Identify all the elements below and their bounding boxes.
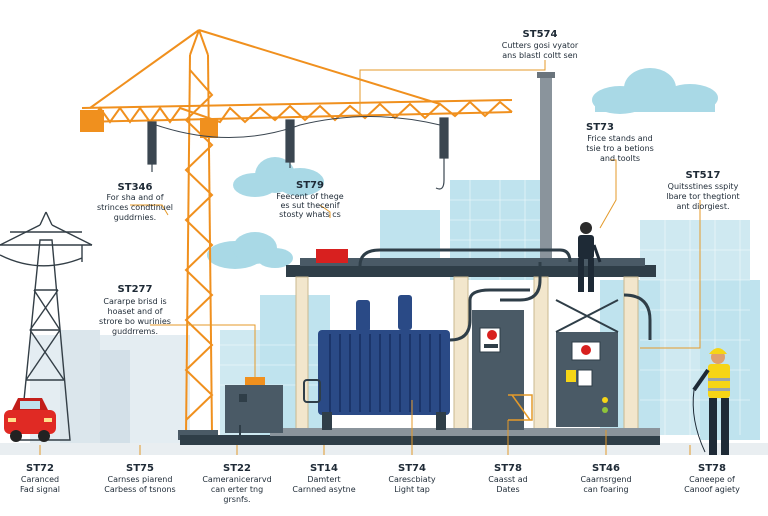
callout-code: ST79	[296, 180, 324, 191]
bottom-label-3: ST22 Cameranicerarvd can erter tng grsnf…	[202, 463, 271, 504]
callout-line: stosty whats cs	[279, 210, 341, 219]
crane-counterweight	[80, 110, 218, 138]
callout-line: guddrrems.	[112, 327, 158, 336]
bottom-label-6: ST78 Caasst ad Dates	[488, 463, 527, 494]
callout-line: strore bo wurinies	[99, 317, 171, 326]
label-line: Fad signal	[20, 485, 60, 494]
callout-center-upper: ST79 Feecent of thege es sut thecenif st…	[276, 180, 344, 219]
label-code: ST75	[126, 463, 154, 474]
callout-code: ST346	[118, 182, 153, 193]
exhaust-stack	[537, 72, 555, 267]
callout-line: ans blastl coltt sen	[502, 51, 577, 60]
callout-line: strinces condtinuel	[97, 203, 173, 212]
label-code: ST22	[223, 463, 251, 474]
pipes	[449, 262, 652, 342]
callout-line: Cararpe brisd is	[103, 297, 166, 306]
callout-line: Cutters gosi vyator	[502, 41, 579, 50]
label-code: ST78	[494, 463, 522, 474]
tower-crane	[81, 29, 513, 436]
label-line: Canoof agiety	[684, 485, 740, 494]
cloud-right	[592, 68, 718, 114]
callout-code: ST574	[523, 29, 558, 40]
callout-code: ST73	[586, 122, 614, 133]
label-line: Caasst ad	[488, 475, 527, 484]
lower-deck-rail	[270, 428, 660, 436]
label-line: Cameranicerarvd	[202, 475, 271, 484]
label-line: Caneepe of	[689, 475, 735, 484]
callout-code: ST517	[686, 170, 721, 181]
lower-deck	[180, 435, 660, 445]
worker-on-platform	[578, 222, 602, 292]
bottom-label-1: ST72 Caranced Fad signal	[20, 463, 60, 494]
callout-line: Quitsstines sspity	[668, 182, 739, 191]
callout-code: ST277	[118, 284, 153, 295]
bottom-label-8: ST78 Caneepe of Canoof agiety	[684, 463, 740, 494]
callout-line: Feecent of thege	[276, 192, 344, 201]
callout-line: tsie tro a betions	[586, 144, 654, 153]
label-line: Carnned asytne	[292, 485, 355, 494]
label-line: Caarnsrgend	[580, 475, 631, 484]
pillars	[295, 276, 639, 431]
cloud-center	[233, 157, 324, 197]
crane-hooks	[147, 117, 449, 190]
label-line: Damtert	[307, 475, 340, 484]
label-code: ST14	[310, 463, 338, 474]
callout-leaders	[39, 60, 701, 455]
callout-top-right: ST574 Cutters gosi vyator ans blastl col…	[502, 29, 579, 60]
worker-hi-vis	[692, 348, 730, 455]
label-code: ST74	[398, 463, 426, 474]
callout-right-upper: ST73 Frice stands and tsie tro a betions…	[586, 122, 654, 163]
switchgear-right	[555, 299, 619, 427]
callout-line: hoaset and of	[108, 307, 163, 316]
label-line: Caranced	[21, 475, 59, 484]
label-line: Light tap	[394, 485, 430, 494]
callout-line: guddrnies.	[114, 213, 156, 222]
crane-cable	[155, 116, 441, 138]
label-code: ST78	[698, 463, 726, 474]
callout-line: lbare tor thegtiont	[666, 192, 739, 201]
bottom-label-4: ST14 Damtert Carnned asytne	[292, 463, 355, 494]
label-line: can foaring	[583, 485, 628, 494]
bottom-label-5: ST74 Carescbiaty Light tap	[388, 463, 435, 494]
callout-upper-left: ST346 For sha and of strinces condtinuel…	[97, 182, 173, 222]
callout-line: ant diorgiest.	[676, 202, 729, 211]
platform	[286, 248, 656, 277]
callout-line: and toolts	[600, 154, 640, 163]
control-cabinet-left	[225, 377, 283, 440]
switchgear-center	[472, 310, 533, 430]
callout-line: For sha and of	[106, 193, 163, 202]
bottom-label-7: ST46 Caarnsrgend can foaring	[580, 463, 631, 494]
callout-far-right: ST517 Quitsstines sspity lbare tor thegt…	[666, 170, 739, 211]
red-car	[4, 398, 56, 442]
label-code: ST46	[592, 463, 620, 474]
label-line: Carnses piarend	[108, 475, 173, 484]
transmission-tower	[0, 211, 93, 441]
label-line: can erter tng	[211, 485, 263, 494]
ground	[0, 443, 768, 455]
label-line: Carbess of tsnons	[104, 485, 175, 494]
label-code: ST72	[26, 463, 54, 474]
transformer	[303, 295, 450, 430]
label-line: Carescbiaty	[388, 475, 435, 484]
label-line: Dates	[496, 485, 519, 494]
callout-left-middle: ST277 Cararpe brisd is hoaset and of str…	[99, 284, 171, 336]
cloud-left	[207, 232, 293, 269]
bottom-label-2: ST75 Carnses piarend Carbess of tsnons	[104, 463, 175, 494]
callout-line: es sut thecenif	[280, 201, 339, 210]
label-line: grsnfs.	[223, 495, 250, 504]
callout-line: Frice stands and	[587, 134, 653, 143]
